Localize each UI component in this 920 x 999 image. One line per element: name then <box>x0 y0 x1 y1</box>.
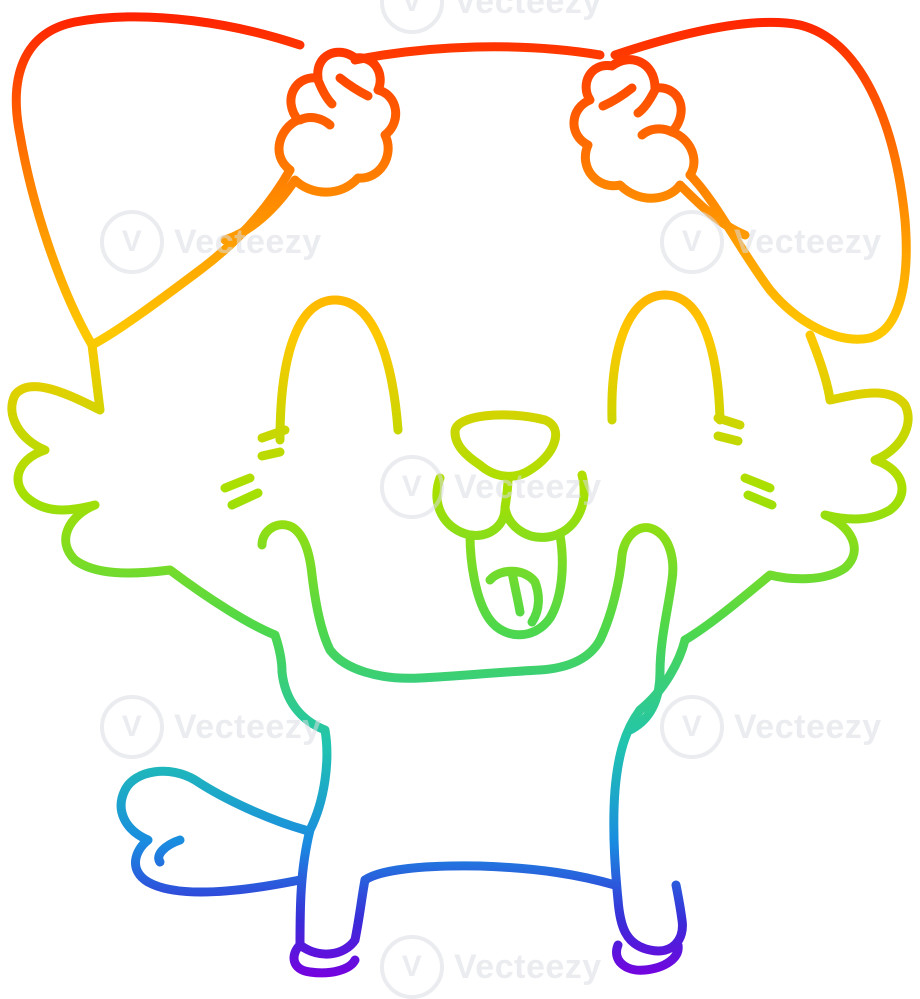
left-eye-crinkles <box>257 425 290 461</box>
right-foot <box>612 940 683 975</box>
right-paw-fingers <box>598 83 677 140</box>
right-eye-crinkles <box>713 413 745 446</box>
left-arm-inner <box>257 520 605 683</box>
left-paw-fingers <box>295 73 373 130</box>
left-whisker-marks <box>220 473 263 510</box>
nose <box>450 410 561 481</box>
tail <box>116 766 310 897</box>
tail-inner <box>154 835 185 867</box>
left-paw-on-head <box>220 47 401 245</box>
mouth-upper <box>432 470 589 542</box>
left-eye <box>275 295 403 445</box>
left-arm <box>270 630 370 959</box>
right-arm-inner <box>595 523 678 735</box>
tongue <box>485 566 543 627</box>
legs-inner <box>360 861 620 890</box>
right-arm <box>609 635 690 956</box>
mouth-open <box>465 530 567 640</box>
right-paw-on-head <box>569 55 750 240</box>
right-ear <box>610 17 911 344</box>
right-whisker-marks <box>740 473 777 510</box>
head-top <box>350 42 605 65</box>
right-cheek-fur <box>680 330 913 645</box>
left-ear <box>11 12 305 350</box>
left-foot <box>289 940 360 978</box>
left-cheek-fur <box>7 340 280 640</box>
right-eye <box>607 290 725 425</box>
snout-line <box>500 473 513 513</box>
